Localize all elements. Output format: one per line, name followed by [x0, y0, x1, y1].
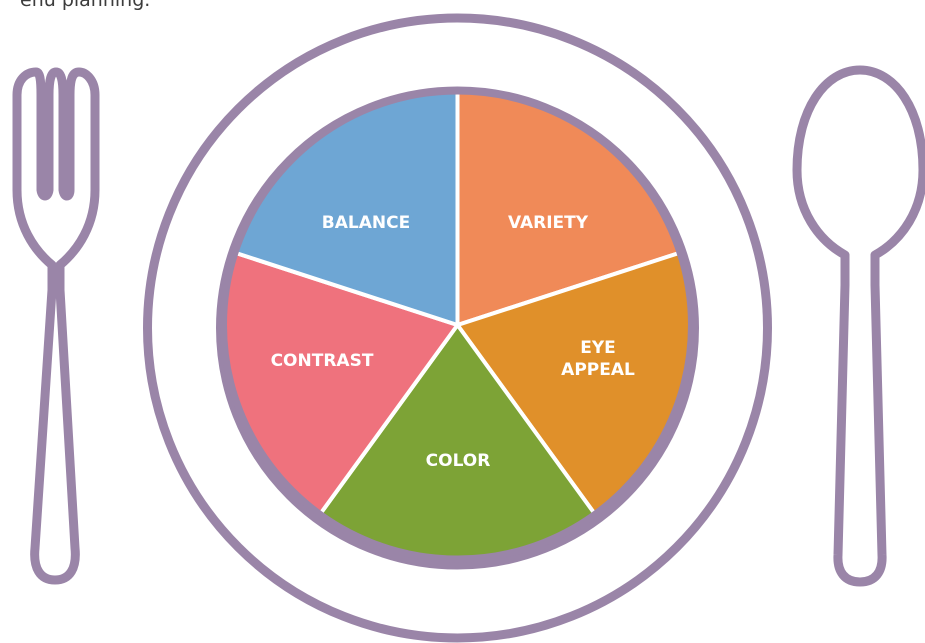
plate-inner-rim-edge — [220, 87, 695, 563]
fork-icon — [12, 67, 100, 585]
segment-label-color: COLOR — [426, 451, 491, 471]
segment-label-balance: BALANCE — [322, 213, 410, 233]
segment-label-contrast: CONTRAST — [271, 351, 374, 371]
segment-label-variety: VARIETY — [508, 213, 589, 233]
intro-text: enu planning. — [20, 0, 151, 11]
segment-label-eye-appeal: EYE — [580, 338, 616, 358]
plate-segments — [220, 87, 695, 563]
segment-label-eye-appeal: APPEAL — [561, 360, 635, 380]
spoon-icon — [792, 65, 925, 587]
